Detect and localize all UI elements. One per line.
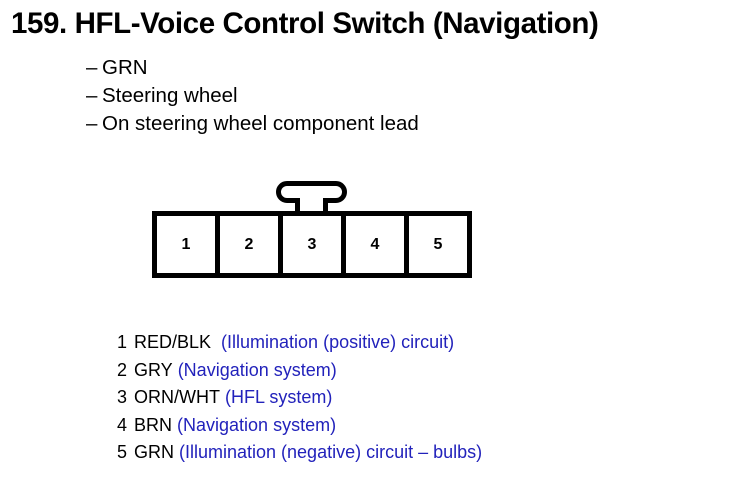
pin-legend-description: (Navigation system): [177, 414, 337, 435]
pin-legend-description: (Illumination (negative) circuit – bulbs…: [179, 442, 483, 462]
pin-legend-row: 4 BRN (Navigation system): [117, 412, 717, 440]
pin-legend-description: (Illumination (positive) circuit): [221, 332, 455, 352]
connector-housing: 1 2 3 4 5: [152, 211, 472, 278]
pin-legend-wire-color: BRN: [134, 414, 173, 435]
connector-pin-cell: 4: [346, 216, 409, 273]
pin-legend-number: 3: [117, 387, 128, 407]
connector-diagram: 1 2 3 4 5: [152, 180, 472, 280]
connector-pin-cell: 1: [157, 216, 220, 273]
dash-icon: –: [86, 84, 98, 107]
spec-list: – GRN – Steering wheel – On steering whe…: [86, 54, 646, 138]
pin-legend-description: (Navigation system): [177, 359, 337, 380]
pin-legend-number: 2: [117, 359, 128, 380]
connector-pin-cell: 3: [283, 216, 346, 273]
spec-list-item: – Steering wheel: [86, 82, 646, 110]
pin-legend-row: 3 ORN/WHT (HFL system): [117, 384, 717, 412]
pin-legend-row: 1 RED/BLK (Illumination (positive) circu…: [117, 329, 717, 357]
connector-pin-cell: 2: [220, 216, 283, 273]
dash-icon: –: [86, 112, 98, 135]
pin-legend-number: 1: [117, 332, 128, 352]
pin-legend-wire-color: ORN/WHT: [134, 387, 220, 407]
spec-list-item-label: GRN: [102, 56, 148, 79]
pin-legend-wire-color: GRY: [134, 359, 173, 380]
pin-legend-row: 2 GRY (Navigation system): [117, 357, 717, 385]
pin-legend-description: (HFL system): [224, 387, 333, 407]
spec-list-item: – On steering wheel component lead: [86, 110, 646, 138]
page-title: 159. HFL-Voice Control Switch (Navigatio…: [11, 7, 599, 40]
pin-legend: 1 RED/BLK (Illumination (positive) circu…: [117, 329, 717, 467]
dash-icon: –: [86, 56, 98, 79]
spec-list-item: – GRN: [86, 54, 646, 82]
pin-legend-row: 5 GRN (Illumination (negative) circuit –…: [117, 439, 717, 467]
pin-legend-number: 4: [117, 414, 128, 435]
spec-list-item-label: Steering wheel: [102, 84, 238, 107]
spec-list-item-label: On steering wheel component lead: [102, 112, 419, 135]
pin-legend-wire-color: GRN: [134, 442, 174, 462]
connector-pin-cell: 5: [433, 235, 443, 253]
pin-legend-number: 5: [117, 442, 128, 462]
connector-latch-neck-opening: [300, 197, 323, 204]
pin-legend-wire-color: RED/BLK: [134, 332, 212, 352]
